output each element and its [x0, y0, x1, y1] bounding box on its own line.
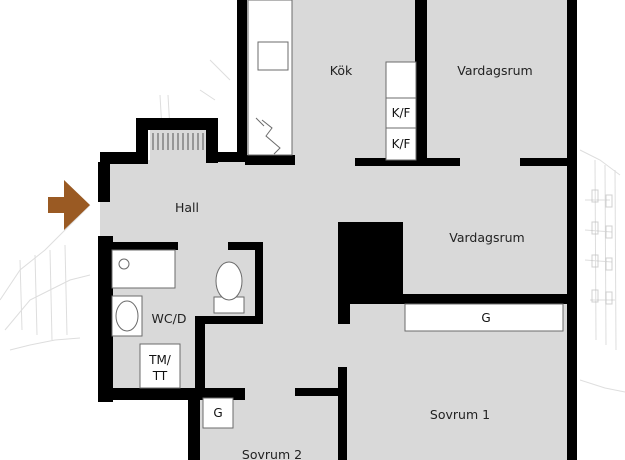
toilet: [213, 261, 245, 314]
room-label-living: Vardagsrum: [449, 230, 524, 245]
background-building-windows: [591, 189, 613, 305]
room-label-bedroom-1: Sovrum 1: [430, 407, 490, 422]
wardrobe-bedroom-2-label: G: [213, 406, 222, 420]
wardrobe-bedroom-1: [404, 303, 564, 332]
washer-dryer: [139, 343, 181, 389]
washer-dryer-label-1: TM/: [148, 353, 172, 367]
fridge-freezer-label-2: K/F: [392, 137, 411, 151]
room-label-hall: Hall: [175, 200, 199, 215]
kitchen-counter: [247, 0, 293, 156]
wardrobe-bedroom-2: [202, 397, 234, 429]
washer-dryer-label-2: TT: [152, 369, 168, 383]
wardrobe-bedroom-1-label: G: [481, 311, 490, 325]
room-label-wc: WC/D: [152, 311, 187, 326]
bathtub: [111, 249, 176, 289]
walls: [98, 0, 577, 460]
entrance-arrow-icon: [48, 180, 90, 230]
fridge-freezer-label-1: K/F: [392, 106, 411, 120]
room-label-living-top: Vardagsrum: [457, 63, 532, 78]
room-label-bedroom-2: Sovrum 2: [242, 447, 302, 460]
window-hatch: [152, 133, 204, 150]
fridge-freezer: [385, 61, 417, 161]
sink: [111, 295, 143, 337]
room-label-kitchen: Kök: [330, 63, 353, 78]
